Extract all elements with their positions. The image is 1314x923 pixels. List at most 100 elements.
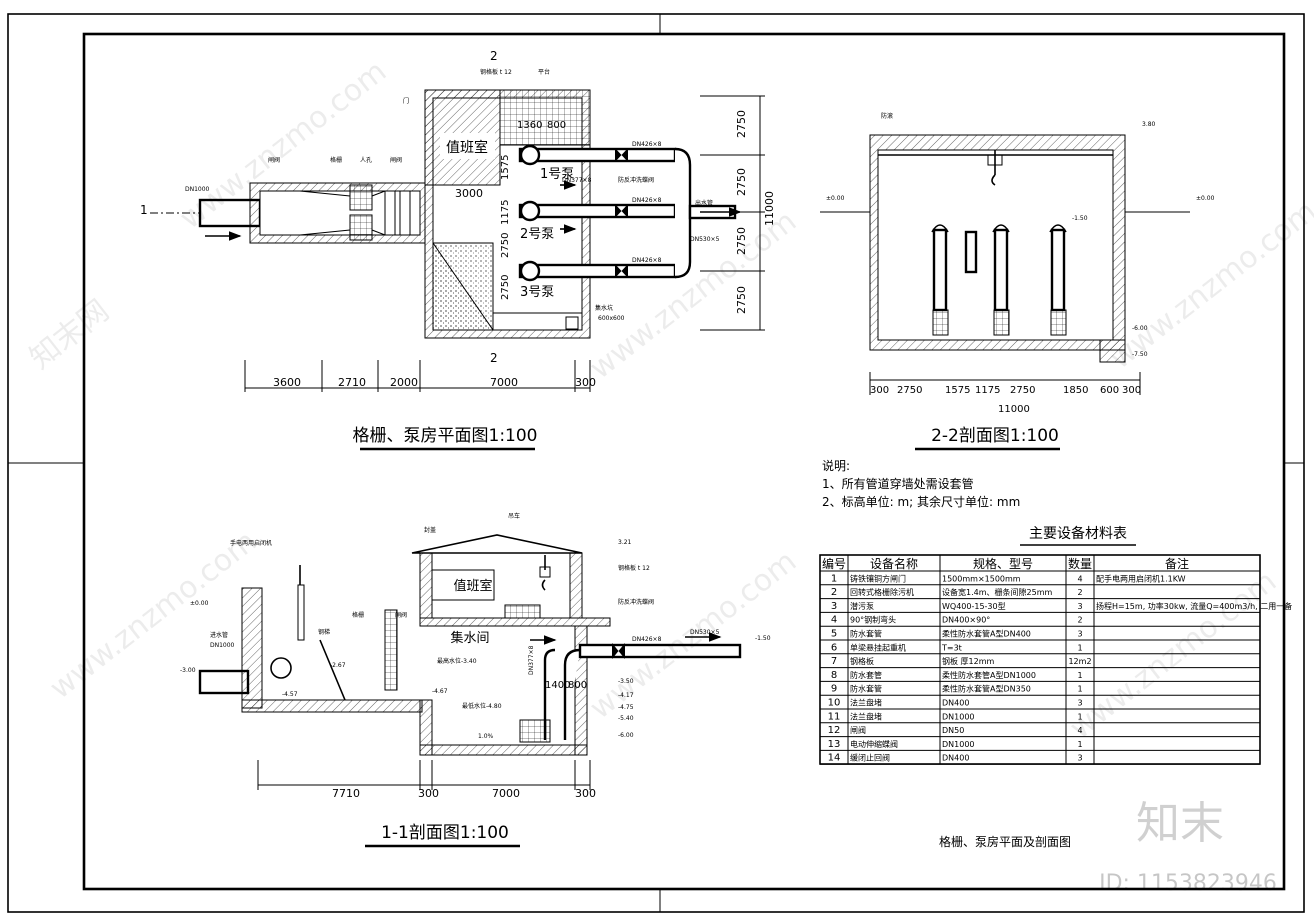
svg-text:平台: 平台 [538, 68, 550, 76]
svg-text:600x600: 600x600 [598, 315, 625, 322]
svg-text:-3.50: -3.50 [618, 678, 634, 685]
svg-text:钢格板 t 12: 钢格板 t 12 [618, 564, 650, 572]
svg-text:-1.50: -1.50 [1072, 215, 1088, 222]
table-cell: 潜污泵 [850, 601, 874, 611]
svg-text:www.znzmo.com: www.znzmo.com [1103, 194, 1314, 376]
svg-text:3.21: 3.21 [618, 539, 632, 546]
section-2-2: 防滚 3.80 ±0.00 ±0.00 -1.50 -6.00 -7.50 30… [820, 112, 1215, 451]
table-cell: 1 [1077, 740, 1082, 749]
table-cell: WQ400-15-30型 [942, 602, 1006, 611]
svg-text:±0.00: ±0.00 [826, 195, 845, 202]
table-cell: 柔性防水套管A型DN1000 [942, 670, 1036, 680]
svg-text:2750: 2750 [735, 286, 748, 314]
svg-text:1: 1 [140, 203, 148, 217]
table-cell: 防水套管 [850, 684, 882, 694]
table-cell: 钢格板 [850, 656, 874, 666]
svg-text:2750: 2750 [735, 227, 748, 255]
svg-text:-7.50: -7.50 [1132, 351, 1148, 358]
svg-text:2750: 2750 [1010, 385, 1035, 396]
svg-text:吊车: 吊车 [508, 512, 520, 520]
svg-text:DN530×5: DN530×5 [690, 629, 720, 636]
svg-text:DN426×8: DN426×8 [632, 636, 662, 643]
table-cell: 配手电两用启闭机1.1KW [1096, 573, 1186, 583]
svg-text:DN426×8: DN426×8 [632, 197, 662, 204]
section11-collect: 集水间 [450, 630, 489, 646]
section-1-1: 值班室 集水间 手电两用启闭机 封盖 吊车 钢格板 t 12 防反冲洗蝶阀 DN… [180, 512, 771, 848]
table-cell: 缓闭止回阀 [850, 753, 890, 763]
section22-title: 2-2剖面图1:100 [931, 426, 1059, 446]
table-header-qty: 数量 [1068, 556, 1092, 571]
table-cell: 1 [1077, 685, 1082, 694]
svg-text:钢格板 t 12: 钢格板 t 12 [480, 68, 512, 76]
svg-text:300: 300 [575, 376, 596, 389]
table-cell: DN400 [942, 754, 969, 763]
svg-text:1575: 1575 [500, 155, 511, 180]
table-cell: DN1000 [942, 740, 975, 749]
plan-duty-room: 值班室 [446, 139, 488, 156]
plan-title: 格栅、泵房平面图1:100 [353, 426, 538, 446]
table-cell: 2 [1077, 616, 1082, 625]
svg-text:手电两用启闭机: 手电两用启闭机 [230, 539, 272, 547]
table-header-name: 设备名称 [870, 556, 918, 571]
table-cell: 柔性防水套管A型DN400 [942, 629, 1031, 639]
svg-text:1、所有管道穿墙处需设套管: 1、所有管道穿墙处需设套管 [822, 476, 974, 491]
svg-text:www.znzmo.com: www.znzmo.com [583, 204, 803, 386]
svg-text:3.80: 3.80 [1142, 121, 1156, 128]
svg-text:2: 2 [490, 351, 498, 365]
table-cell: 扬程H=15m, 功率30kw, 流量Q=400m3/h, 二用一备 [1096, 601, 1292, 611]
svg-text:2750: 2750 [735, 110, 748, 138]
svg-text:-4.75: -4.75 [618, 704, 634, 711]
svg-text:600: 600 [1100, 385, 1119, 396]
svg-text:防反冲洗蝶阀: 防反冲洗蝶阀 [618, 598, 654, 606]
svg-text:格栅: 格栅 [330, 156, 342, 164]
svg-text:-4.17: -4.17 [618, 692, 634, 699]
svg-text:800: 800 [568, 680, 587, 691]
svg-text:1175: 1175 [975, 385, 1000, 396]
svg-text:2710: 2710 [338, 376, 366, 389]
svg-text:2: 2 [490, 49, 498, 63]
drawing-name: 格栅、泵房平面及剖面图 [939, 834, 1071, 849]
table-cell: 7 [831, 656, 837, 667]
table-cell: 3 [831, 601, 837, 612]
svg-text:3600: 3600 [273, 376, 301, 389]
svg-text:-3.00: -3.00 [180, 667, 196, 674]
svg-text:±0.00: ±0.00 [190, 600, 209, 607]
table-cell: 6 [831, 642, 837, 653]
table-cell: 1500mm×1500mm [942, 574, 1021, 583]
table-cell: 14 [828, 753, 841, 764]
svg-text:2750: 2750 [500, 233, 511, 258]
inner-border [82, 32, 1286, 891]
svg-text:-4.57: -4.57 [282, 691, 298, 698]
svg-text:800: 800 [547, 120, 566, 131]
svg-text:2750: 2750 [897, 385, 922, 396]
table-cell: 柔性防水套管A型DN350 [942, 684, 1031, 694]
svg-text:钢梯: 钢梯 [318, 628, 330, 636]
table-cell: 3 [1077, 602, 1082, 611]
svg-text:2750: 2750 [735, 168, 748, 196]
table-cell: T=3t [941, 643, 962, 652]
svg-text:7000: 7000 [492, 787, 520, 800]
svg-text:闸阀: 闸阀 [390, 156, 402, 164]
svg-text:2、标高单位: m; 其余尺寸单位: mm: 2、标高单位: m; 其余尺寸单位: mm [822, 494, 1020, 509]
svg-text:知末网: 知末网 [23, 293, 115, 376]
table-cell: 2 [831, 587, 837, 598]
table-cell: 1 [1077, 712, 1082, 721]
section11-title: 1-1剖面图1:100 [381, 823, 509, 843]
table-cell: 3 [1077, 754, 1082, 763]
svg-text:1175: 1175 [500, 200, 511, 225]
table-cell: DN50 [942, 726, 964, 735]
svg-text:DN377×8: DN377×8 [562, 177, 592, 184]
table-cell: 防水套管 [850, 670, 882, 680]
table-cell: 2 [1077, 588, 1082, 597]
table-cell: 9 [831, 684, 837, 695]
table-cell: DN400×90° [942, 616, 990, 625]
table-cell: 闸阀 [850, 726, 866, 735]
table-cell: 4 [1077, 726, 1082, 735]
table-cell: 11 [828, 711, 841, 722]
svg-text:说明:: 说明: [822, 458, 850, 473]
svg-text:出水管: 出水管 [695, 199, 713, 207]
pump3-label: 3号泵 [520, 285, 554, 300]
table-cell: 3 [1077, 699, 1082, 708]
